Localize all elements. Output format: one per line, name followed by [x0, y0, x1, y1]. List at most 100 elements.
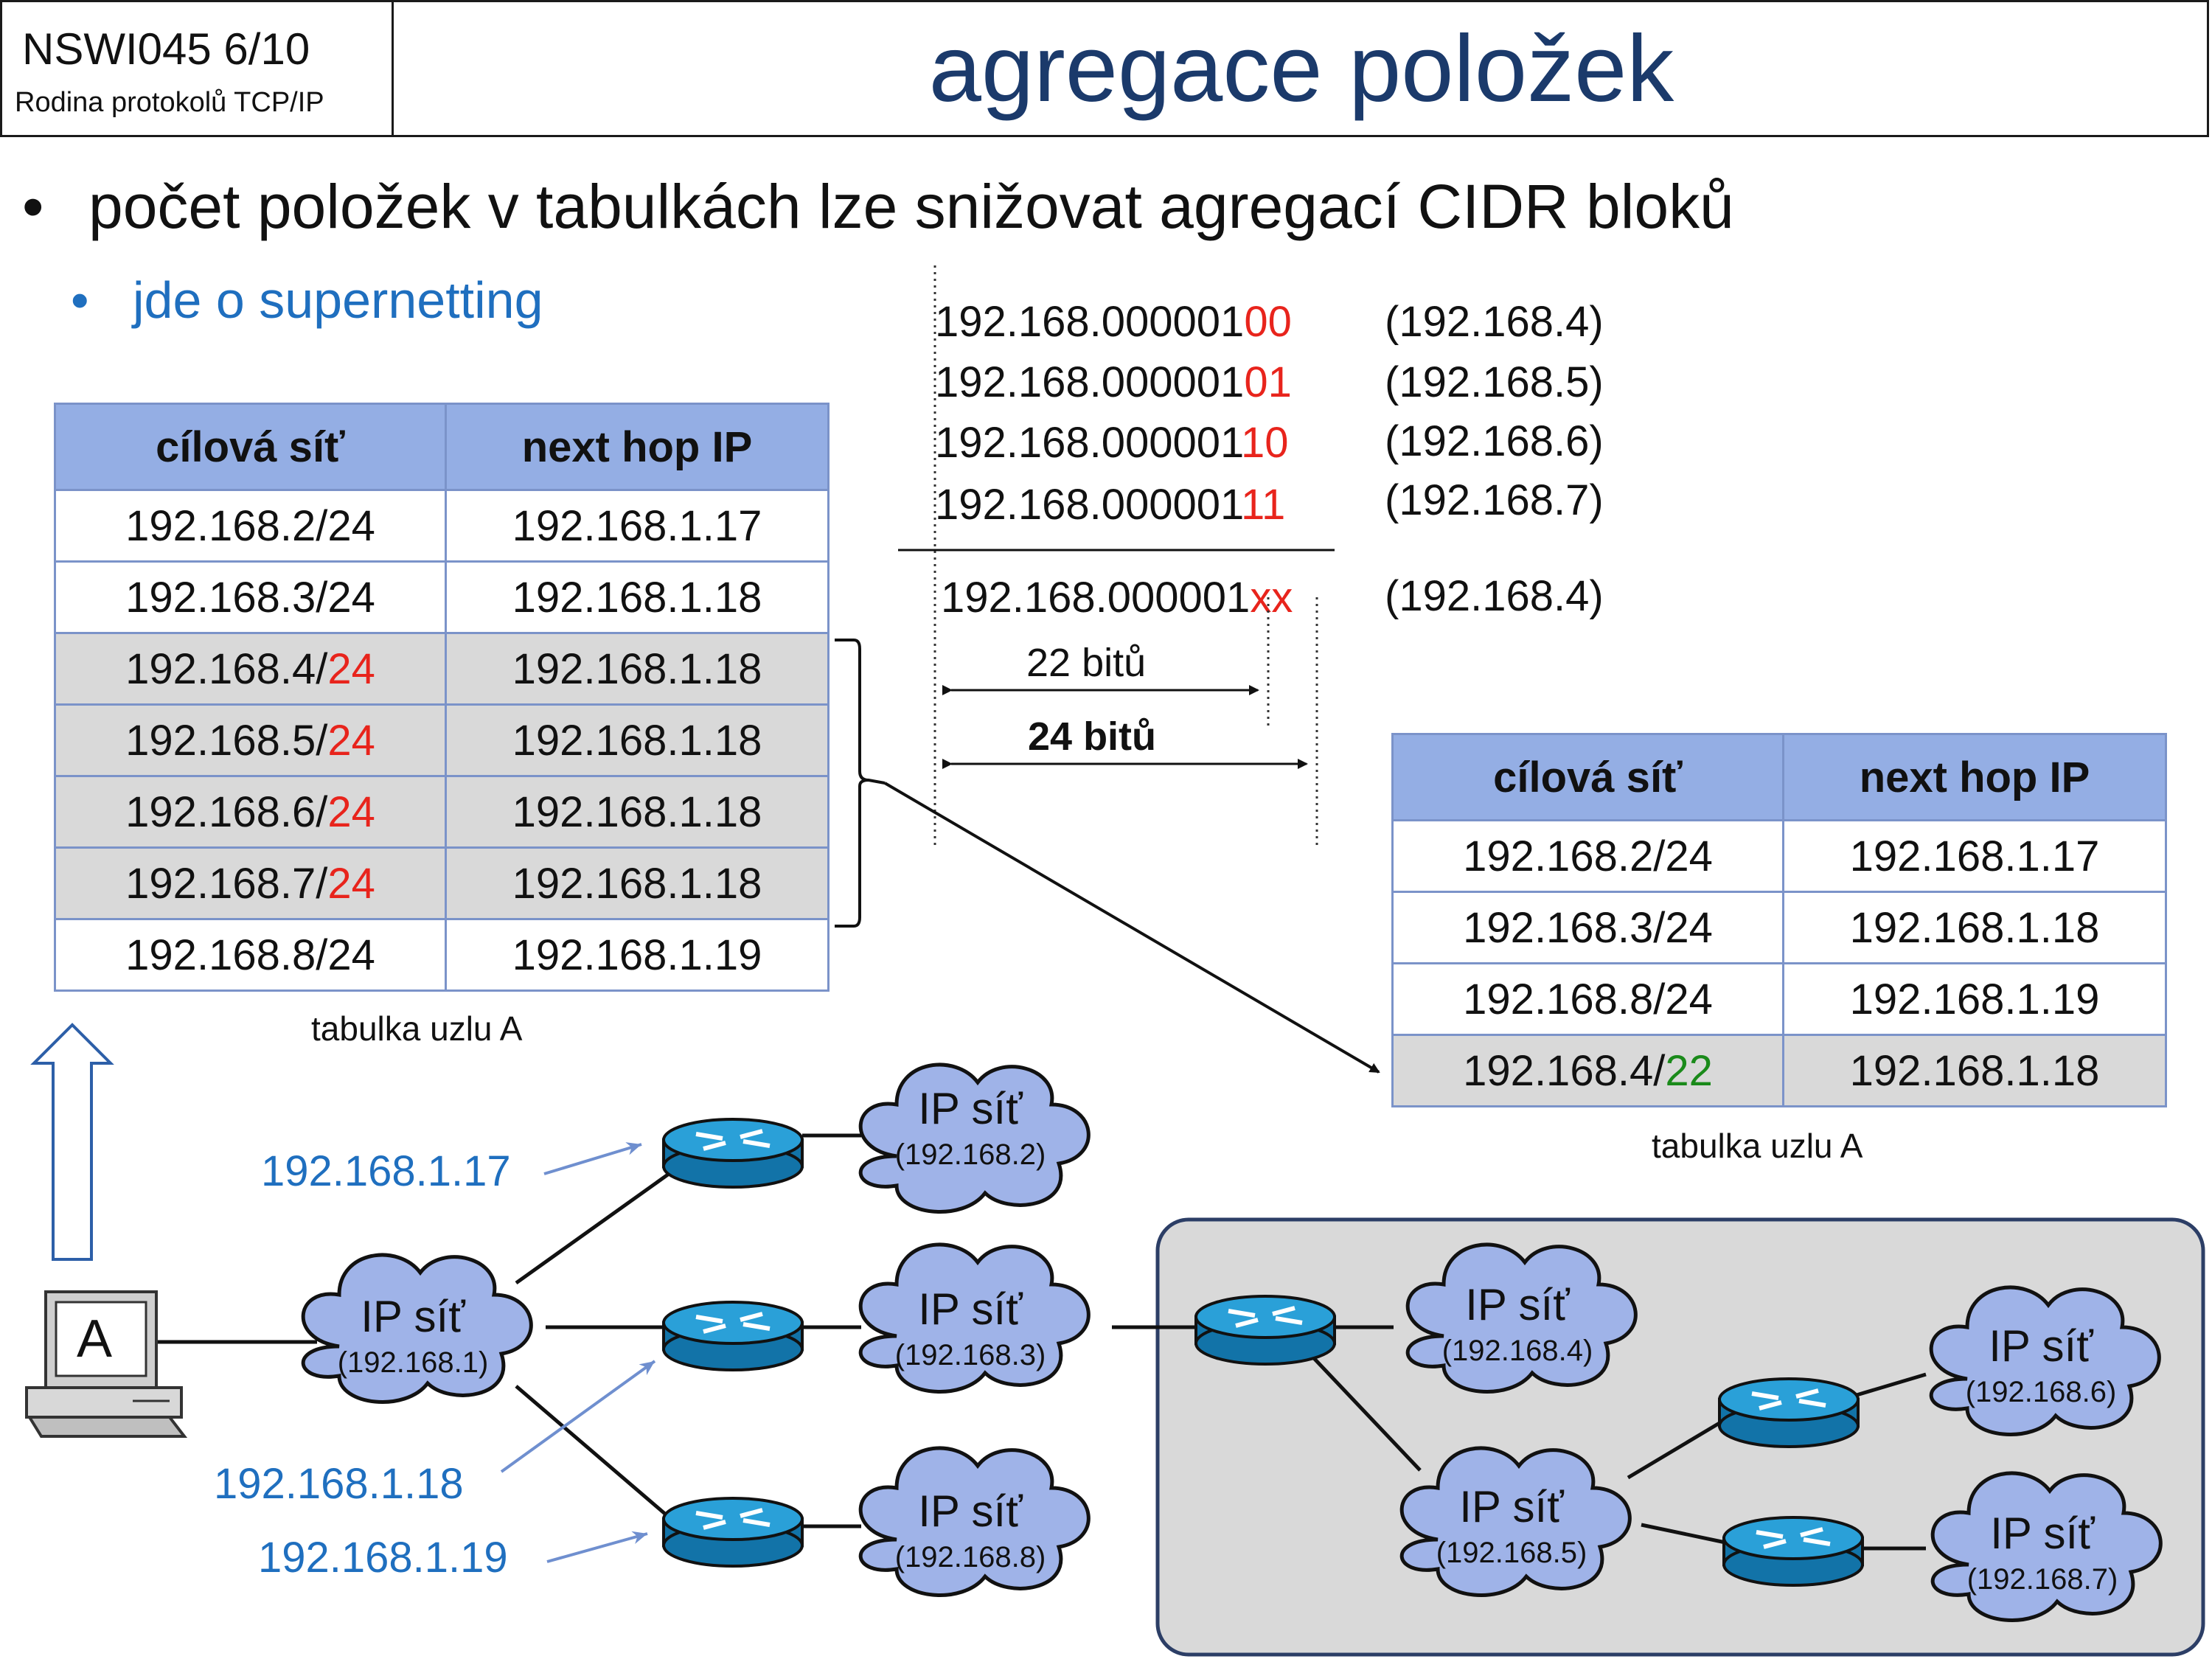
bullet-sub: • jde o supernetting	[71, 274, 543, 326]
table-row: 192.168.3/24 192.168.1.18	[1391, 891, 2167, 964]
mask-length: 24	[327, 644, 375, 693]
router-shapes	[662, 1118, 1864, 1587]
ip-pointer-arrows	[500, 1142, 656, 1563]
cell-network: 192.168.5/24	[54, 703, 447, 777]
cell-network: 192.168.6/24	[54, 775, 447, 849]
mask-length: 24	[327, 859, 375, 908]
col-header-network: cílová síť	[1391, 733, 1784, 821]
cell-next-hop: 192.168.1.18	[445, 846, 830, 920]
cloud-icon	[858, 1242, 1091, 1394]
cell-network: 192.168.4/24	[54, 632, 447, 706]
cloud-192-168-6: IP síť(192.168.6)	[1965, 1321, 2117, 1408]
cloud-192-168-2: IP síť(192.168.2)	[894, 1084, 1046, 1171]
cell-network: 192.168.3/24	[54, 560, 447, 634]
table-row-aggregated: 192.168.5/24 192.168.1.18	[54, 703, 830, 777]
cloud-icon	[858, 1062, 1091, 1214]
router-icon	[662, 1497, 804, 1568]
slide-title: agregace položek	[928, 16, 1674, 122]
cell-next-hop: 192.168.1.19	[445, 918, 830, 992]
cell-network: 192.168.3/24	[1391, 891, 1784, 964]
aggregation-arrow	[883, 782, 1380, 1074]
bullet-main: •počet položek v tabulkách lze snižovat …	[22, 175, 1734, 237]
mask-length: 24	[327, 787, 375, 836]
cell-network: 192.168.8/24	[54, 918, 447, 992]
bullet-dot-icon: •	[22, 172, 44, 241]
cell-next-hop: 192.168.1.18	[445, 560, 830, 634]
cloud-icon	[858, 1446, 1091, 1597]
binary-result: 192.168.000001xx	[941, 574, 1293, 622]
router-ip-label: 192.168.1.18	[214, 1460, 464, 1508]
table-right-caption: tabulka uzlu A	[1652, 1127, 1863, 1165]
mask-length: 24	[327, 716, 375, 765]
table-row-supernet: 192.168.4/22 192.168.1.18	[1391, 1034, 2167, 1107]
cell-network: 192.168.7/24	[54, 846, 447, 920]
router-ip-label: 192.168.1.19	[258, 1534, 508, 1582]
col-header-next-hop: next hop IP	[1782, 733, 2167, 821]
table-left-caption: tabulka uzlu A	[311, 1009, 523, 1048]
table-row-aggregated: 192.168.4/24 192.168.1.18	[54, 632, 830, 706]
routing-table-left: cílová síť next hop IP 192.168.2/24 192.…	[54, 403, 830, 992]
bullet-dot-icon: •	[71, 271, 89, 329]
col-header-network: cílová síť	[54, 403, 447, 491]
cell-network: 192.168.4/22	[1391, 1034, 1784, 1107]
cell-network: 192.168.2/24	[1391, 819, 1784, 893]
cloud-192-168-1: IP síť(192.168.1)	[337, 1292, 489, 1379]
network-label: (192.168.4)	[1385, 298, 1604, 346]
network-label: (192.168.6)	[1385, 417, 1604, 465]
cell-next-hop: 192.168.1.17	[445, 489, 830, 563]
cell-next-hop: 192.168.1.18	[1782, 1034, 2167, 1107]
col-header-next-hop: next hop IP	[445, 403, 830, 491]
cloud-192-168-4: IP síť(192.168.4)	[1441, 1280, 1593, 1367]
router-icon	[662, 1301, 804, 1371]
bits-22-label: 22 bitů	[1026, 641, 1147, 685]
table-row: 192.168.2/24 192.168.1.17	[54, 489, 830, 563]
table-row-aggregated: 192.168.7/24 192.168.1.18	[54, 846, 830, 920]
network-label: (192.168.5)	[1385, 358, 1604, 406]
cloud-icon	[1399, 1446, 1632, 1597]
cloud-192-168-8: IP síť(192.168.8)	[894, 1486, 1046, 1573]
table-row: 192.168.8/24 192.168.1.19	[1391, 962, 2167, 1036]
cloud-icon	[1929, 1285, 2161, 1436]
table-header-row: cílová síť next hop IP	[1391, 733, 2167, 821]
cloud-192-168-7: IP síť(192.168.7)	[1966, 1509, 2118, 1596]
router-icon	[662, 1118, 804, 1189]
bullet-main-text: počet položek v tabulkách lze snižovat a…	[88, 172, 1734, 241]
cell-next-hop: 192.168.1.19	[1782, 962, 2167, 1036]
router-icon	[1718, 1377, 1860, 1448]
routing-table-right: cílová síť next hop IP 192.168.2/24 192.…	[1391, 733, 2167, 1107]
cell-network: 192.168.8/24	[1391, 962, 1784, 1036]
cloud-icon	[301, 1253, 533, 1404]
course-code: NSWI045 6/10	[22, 24, 310, 74]
cloud-192-168-3: IP síť(192.168.3)	[894, 1284, 1046, 1371]
cell-next-hop: 192.168.1.18	[1782, 891, 2167, 964]
table-row-aggregated: 192.168.6/24 192.168.1.18	[54, 775, 830, 849]
table-header-row: cílová síť next hop IP	[54, 403, 830, 491]
network-links	[158, 1133, 1927, 1551]
table-source-arrow-icon	[30, 1023, 114, 1261]
aggregation-bracket	[835, 639, 886, 928]
network-label: (192.168.4)	[1385, 572, 1604, 620]
binary-row: 192.168.00000111	[935, 481, 1286, 529]
course-subtitle: Rodina protokolů TCP/IP	[15, 87, 324, 118]
cell-next-hop: 192.168.1.18	[445, 703, 830, 777]
table-row: 192.168.3/24 192.168.1.18	[54, 560, 830, 634]
bullet-sub-text: jde o supernetting	[133, 271, 543, 329]
table-row: 192.168.2/24 192.168.1.17	[1391, 819, 2167, 893]
computer-icon	[25, 1290, 188, 1438]
binary-row: 192.168.00000110	[935, 419, 1289, 467]
cell-next-hop: 192.168.1.18	[445, 632, 830, 706]
cell-network: 192.168.2/24	[54, 489, 447, 563]
router-icon	[1194, 1295, 1336, 1366]
cloud-shapes	[301, 1062, 2163, 1622]
header-separator	[392, 0, 394, 137]
bits-24-label: 24 bitů	[1028, 714, 1157, 759]
table-row: 192.168.8/24 192.168.1.19	[54, 918, 830, 992]
cell-next-hop: 192.168.1.17	[1782, 819, 2167, 893]
cloud-192-168-5: IP síť(192.168.5)	[1436, 1482, 1587, 1569]
binary-row: 192.168.00000100	[935, 298, 1292, 346]
network-label: (192.168.7)	[1385, 476, 1604, 524]
cell-next-hop: 192.168.1.18	[445, 775, 830, 849]
binary-row: 192.168.00000101	[935, 358, 1292, 406]
header-frame	[0, 0, 2209, 137]
router-ip-label: 192.168.1.17	[261, 1147, 511, 1195]
